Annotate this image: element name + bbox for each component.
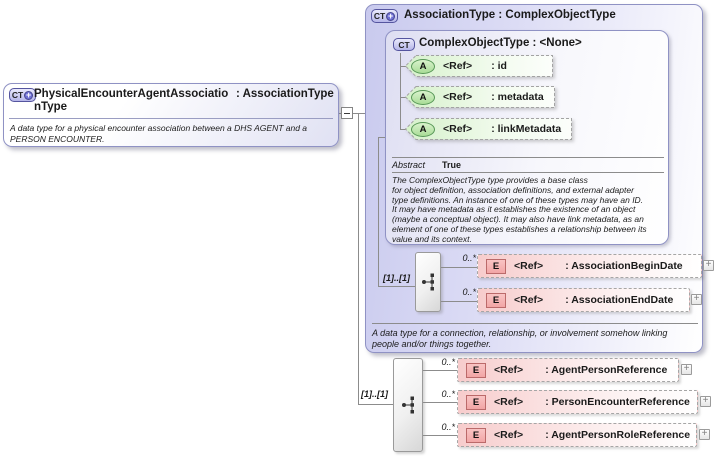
- base-type-box-complex-object-type[interactable]: CT ComplexObjectType : <None> A <Ref> : …: [385, 30, 669, 245]
- element-icon: E: [466, 427, 486, 443]
- element-ref: <Ref>: [514, 294, 544, 306]
- element-icon: E: [466, 394, 486, 410]
- element-icon: E: [486, 292, 506, 308]
- connector-to-own-sequence: [358, 404, 393, 405]
- element-person-encounter-reference[interactable]: E <Ref> : PersonEncounterReference: [457, 390, 698, 414]
- sequence-spine: [378, 137, 379, 286]
- element-connector: [423, 402, 457, 403]
- type-title: AssociationType : ComplexObjectType: [404, 9, 616, 21]
- complex-type-icon: CT: [393, 38, 415, 51]
- element-agent-person-reference[interactable]: E <Ref> : AgentPersonReference: [457, 358, 679, 382]
- element-icon: E: [486, 258, 506, 274]
- attribute-id[interactable]: A <Ref> : id: [405, 55, 553, 77]
- element-connector: [423, 435, 457, 436]
- expand-button[interactable]: +: [681, 364, 692, 375]
- base-type-suffix: : AssociationType: [236, 88, 334, 100]
- type-description: A data type for a physical encounter ass…: [10, 123, 308, 144]
- sequence-icon: [421, 273, 434, 291]
- element-multiplicity: 0..*: [462, 253, 476, 263]
- element-name: : AgentPersonRoleReference: [545, 429, 691, 441]
- element-connector: [441, 267, 478, 268]
- attribute-name: : metadata: [491, 91, 544, 103]
- derivation-plus-icon: +: [24, 89, 34, 100]
- type-name: PhysicalEncounterAgentAssociationType: [34, 88, 229, 113]
- element-ref: <Ref>: [494, 429, 524, 441]
- element-name: : AgentPersonReference: [545, 364, 668, 376]
- association-description: A data type for a connection, relationsh…: [372, 328, 668, 349]
- element-multiplicity: 0..*: [441, 422, 455, 432]
- sequence-compositor[interactable]: [393, 358, 423, 452]
- type-title: PhysicalEncounterAgentAssociationType : …: [34, 88, 334, 113]
- base-type-title: ComplexObjectType : <None>: [419, 37, 582, 49]
- element-icon: E: [466, 362, 486, 378]
- element-ref: <Ref>: [494, 396, 524, 408]
- ct-icon-label: CT: [398, 39, 410, 50]
- complex-type-plus-icon: CT +: [9, 88, 36, 102]
- type-box-physical-encounter-agent-association[interactable]: CT + PhysicalEncounterAgentAssociationTy…: [3, 83, 339, 147]
- element-agent-person-role-reference[interactable]: E <Ref> : AgentPersonRoleReference: [457, 423, 697, 447]
- element-multiplicity: 0..*: [441, 357, 455, 367]
- element-connector: [423, 370, 457, 371]
- element-connector: [441, 301, 478, 302]
- attribute-ref: <Ref>: [443, 123, 473, 135]
- attribute-icon: A: [411, 89, 435, 105]
- attribute-stub: [400, 66, 406, 67]
- sequence-cardinality: [1]..[1]: [383, 273, 410, 283]
- element-name: : PersonEncounterReference: [545, 396, 690, 408]
- expand-button[interactable]: +: [700, 396, 711, 407]
- ct-icon-label: CT: [11, 90, 24, 100]
- ct-icon-label: CT: [373, 11, 386, 21]
- attribute-ref: <Ref>: [443, 60, 473, 72]
- collapse-toggle[interactable]: [341, 107, 353, 119]
- expand-button[interactable]: +: [703, 260, 714, 271]
- facet-value: True: [442, 160, 462, 170]
- sequence-connector: [378, 286, 415, 287]
- element-association-end-date[interactable]: E <Ref> : AssociationEndDate: [477, 288, 690, 312]
- attribute-icon: A: [411, 58, 435, 74]
- attribute-stub: [400, 97, 406, 98]
- element-multiplicity: 0..*: [441, 389, 455, 399]
- facet-divider-bottom: [392, 172, 664, 173]
- attribute-name: : id: [491, 60, 507, 72]
- sequence-cardinality: [1]..[1]: [361, 389, 388, 399]
- base-type-description: The ComplexObjectType type provides a ba…: [392, 175, 647, 244]
- element-ref: <Ref>: [494, 364, 524, 376]
- attribute-shape: [405, 55, 553, 77]
- element-name: : AssociationEndDate: [565, 294, 674, 306]
- connector-trunk: [358, 113, 359, 405]
- divider: [372, 323, 698, 324]
- attribute-link-metadata[interactable]: A <Ref> : linkMetadata: [405, 118, 572, 140]
- facet-label: Abstract: [392, 160, 426, 170]
- attribute-shape: [405, 86, 555, 108]
- attribute-icon: A: [411, 121, 435, 137]
- divider: [9, 118, 333, 119]
- attribute-shape: [405, 118, 572, 140]
- base-connector: [378, 137, 385, 138]
- derivation-plus-icon: +: [386, 10, 396, 21]
- attribute-ref: <Ref>: [443, 91, 473, 103]
- expand-button[interactable]: +: [699, 429, 710, 440]
- element-association-begin-date[interactable]: E <Ref> : AssociationBeginDate: [477, 254, 702, 278]
- attribute-stub: [400, 129, 406, 130]
- complex-type-plus-icon: CT +: [371, 9, 398, 23]
- attribute-name: : linkMetadata: [491, 123, 562, 135]
- facet-divider-top: [392, 157, 664, 158]
- attribute-metadata[interactable]: A <Ref> : metadata: [405, 86, 555, 108]
- element-ref: <Ref>: [514, 260, 544, 272]
- minus-icon: [344, 113, 350, 114]
- element-name: : AssociationBeginDate: [565, 260, 683, 272]
- sequence-icon: [401, 396, 414, 414]
- element-multiplicity: 0..*: [462, 287, 476, 297]
- sequence-compositor[interactable]: [415, 252, 441, 312]
- attribute-spine: [400, 53, 401, 129]
- expand-button[interactable]: +: [691, 294, 702, 305]
